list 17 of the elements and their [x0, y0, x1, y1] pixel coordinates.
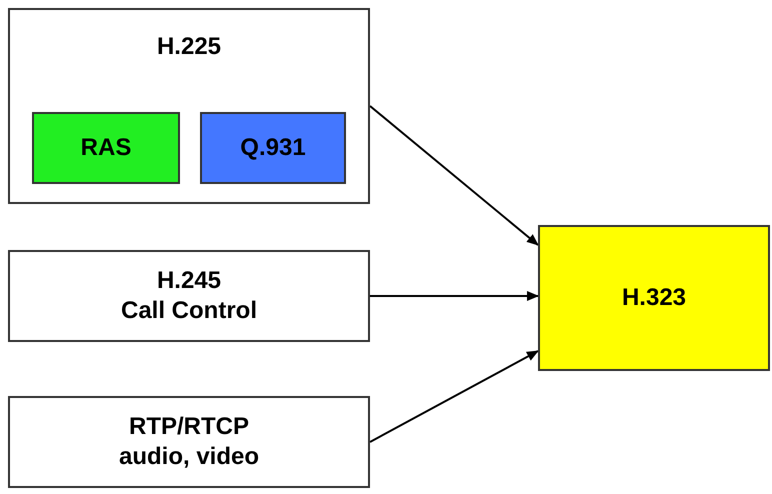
target-box	[538, 225, 770, 371]
box-label: RTP/RTCP	[129, 412, 249, 442]
box-label: H.245	[156, 266, 222, 296]
process-box	[32, 112, 180, 184]
box-label: H.323	[622, 283, 686, 313]
box-label: Call Control	[121, 296, 257, 326]
box-label: H.225	[156, 32, 222, 62]
group-box	[8, 8, 370, 204]
box-label: RAS	[80, 133, 132, 163]
process-box	[8, 250, 370, 342]
box-label: audio, video	[118, 442, 259, 472]
box-label: Q.931	[240, 133, 306, 163]
process-box	[200, 112, 346, 184]
arrow	[370, 350, 539, 443]
arrow	[369, 105, 539, 246]
process-box	[8, 396, 370, 488]
arrow	[370, 291, 539, 301]
